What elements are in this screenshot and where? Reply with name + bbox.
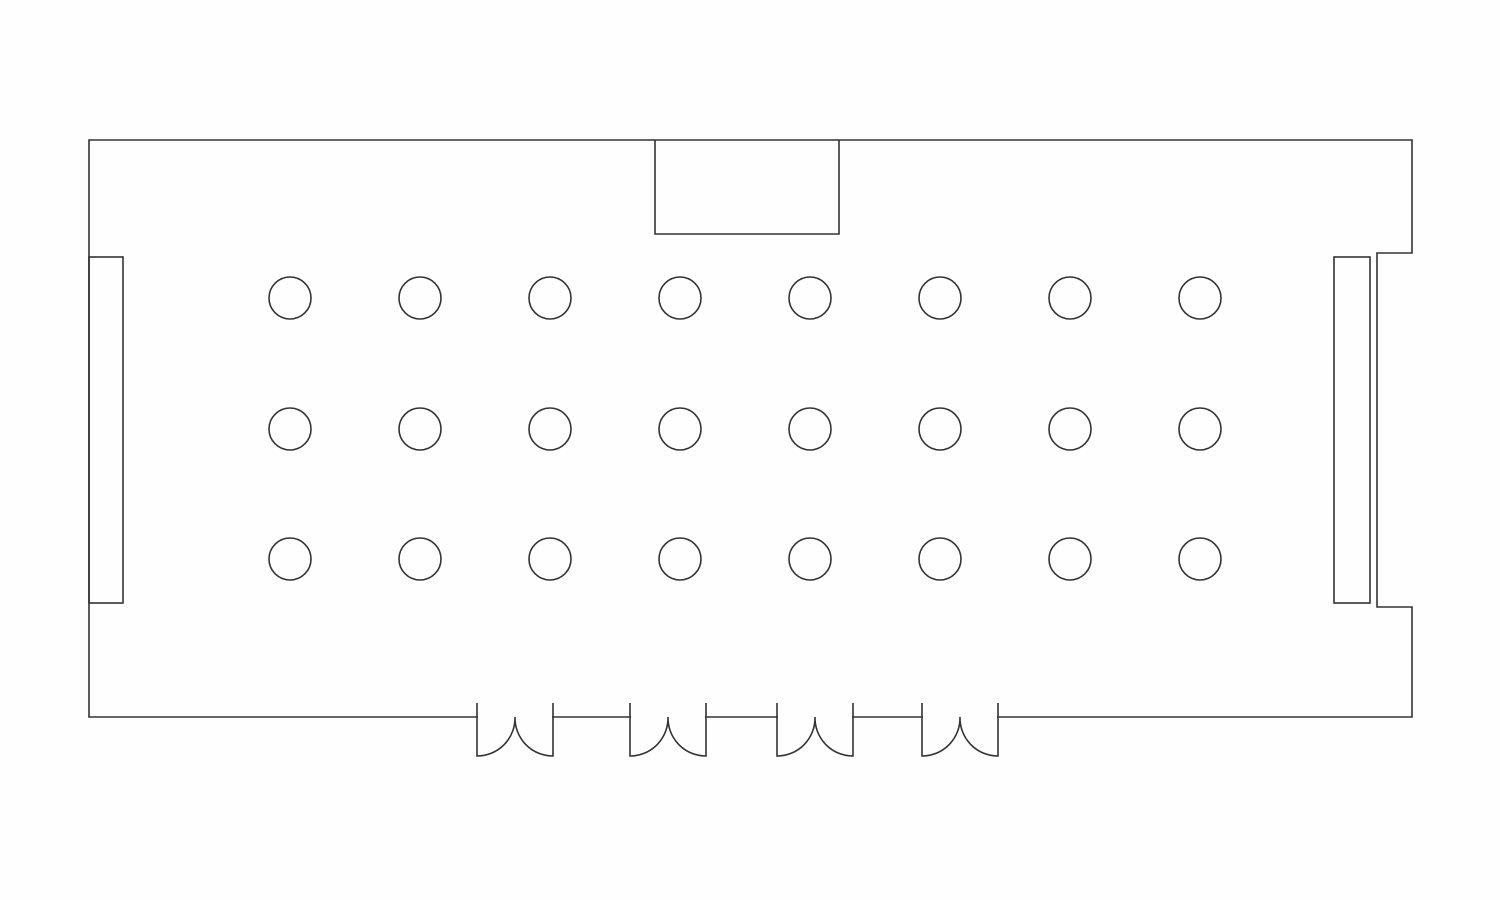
door-swing-arcs <box>476 703 554 757</box>
round-table <box>1178 407 1222 451</box>
round-table <box>398 276 442 320</box>
round-table <box>528 537 572 581</box>
round-table <box>1048 537 1092 581</box>
round-table <box>918 276 962 320</box>
round-table <box>658 276 702 320</box>
door-swing-arcs <box>776 703 854 757</box>
round-table <box>528 276 572 320</box>
door-swing-arcs <box>629 703 707 757</box>
round-tables-group <box>268 276 1222 581</box>
round-table <box>398 407 442 451</box>
round-table <box>918 407 962 451</box>
round-table <box>528 407 572 451</box>
round-table <box>1048 407 1092 451</box>
double-door <box>629 703 707 757</box>
door-swing-arcs <box>921 703 999 757</box>
round-table <box>918 537 962 581</box>
double-door <box>476 703 554 757</box>
round-table <box>658 537 702 581</box>
side-panel-left <box>88 256 124 604</box>
round-table <box>788 537 832 581</box>
round-table <box>788 276 832 320</box>
round-table <box>268 276 312 320</box>
side-panel-right <box>1333 256 1371 604</box>
round-table <box>658 407 702 451</box>
round-table <box>1178 537 1222 581</box>
round-table <box>398 537 442 581</box>
round-table <box>788 407 832 451</box>
round-table <box>268 537 312 581</box>
double-door <box>776 703 854 757</box>
stage-rectangle <box>654 140 840 235</box>
round-table <box>1048 276 1092 320</box>
double-door <box>921 703 999 757</box>
round-table <box>1178 276 1222 320</box>
double-doors-group <box>476 703 999 757</box>
round-table <box>268 407 312 451</box>
